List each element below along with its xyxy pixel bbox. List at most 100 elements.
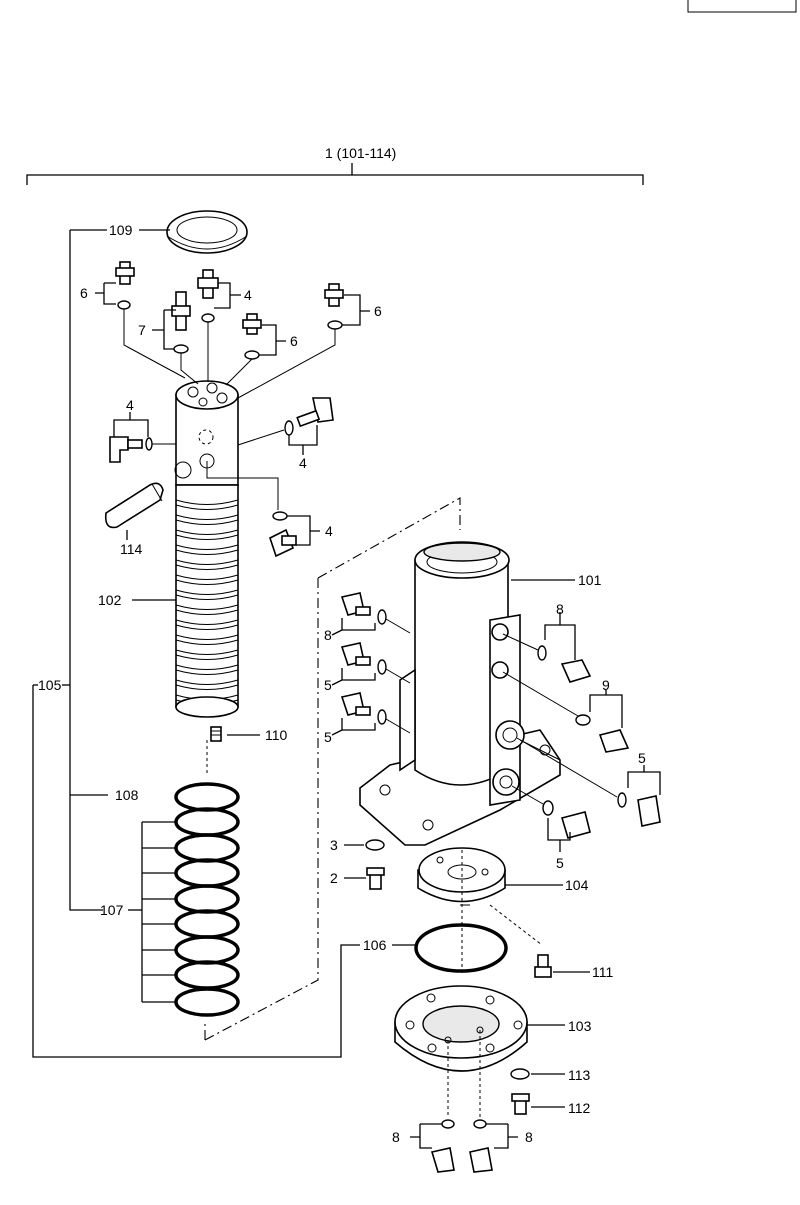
label-8d: 8 — [525, 1129, 533, 1145]
label-7: 7 — [138, 322, 146, 338]
elbow-8-bracket — [331, 618, 376, 636]
seal-ring — [174, 987, 240, 1017]
elbow-4-right — [284, 397, 334, 436]
spindle-groove — [175, 504, 239, 510]
washer-113-bolt-112 — [510, 1068, 565, 1115]
label-114: 114 — [120, 541, 143, 557]
elbow-5-leader — [385, 668, 411, 684]
plug-114 — [104, 482, 164, 529]
disc-104 — [417, 847, 563, 975]
label-113: 113 — [568, 1067, 591, 1083]
housing-right-fittings — [502, 612, 661, 852]
spindle-groove — [175, 549, 239, 555]
label-106: 106 — [363, 937, 387, 953]
label-110: 110 — [265, 727, 288, 743]
spindle-groove — [175, 624, 239, 630]
label-103: 103 — [568, 1018, 592, 1034]
label-5d: 5 — [324, 729, 332, 745]
spindle-groove — [175, 664, 239, 670]
spindle-groove — [175, 604, 239, 610]
elbow-4-lower — [269, 511, 297, 558]
elbow-4-left — [109, 436, 153, 463]
spindle-groove — [175, 564, 239, 570]
seal-ring — [174, 807, 240, 837]
fittings-top — [95, 261, 370, 399]
leader-lines — [126, 530, 575, 775]
spindle-body-102 — [175, 484, 239, 718]
assembly-label: 1 (101-114) — [325, 145, 396, 161]
spindle-groove — [175, 534, 239, 540]
housing-101 — [359, 541, 561, 846]
oring-106 — [414, 923, 508, 973]
label-5a: 5 — [638, 750, 646, 766]
label-5c: 5 — [324, 677, 332, 693]
elbow-5-leader — [385, 718, 411, 734]
label-101: 101 — [578, 572, 602, 588]
elbow-8-leader — [385, 618, 411, 634]
label-6b: 6 — [290, 333, 298, 349]
label-107: 107 — [100, 902, 124, 918]
spindle-groove — [175, 654, 239, 660]
fittings-4-head — [109, 397, 334, 558]
elbow-5-oring — [377, 709, 387, 725]
spindle-groove — [175, 514, 239, 520]
bottom-fittings-8 — [410, 1119, 518, 1173]
seal-ring — [174, 935, 240, 965]
fitting-7 — [171, 291, 191, 354]
label-8b: 8 — [324, 627, 332, 643]
seal-ring — [174, 909, 240, 939]
spindle-groove — [175, 544, 239, 550]
spindle-groove — [175, 669, 239, 675]
spindle-groove — [175, 684, 239, 690]
elbow-8-oring — [377, 609, 387, 625]
label-4a: 4 — [244, 287, 252, 303]
label-4b: 4 — [126, 397, 134, 413]
label-6a: 6 — [80, 285, 88, 301]
spindle-groove — [175, 634, 239, 640]
label-4c: 4 — [299, 455, 307, 471]
fitting-6-middle — [242, 313, 262, 360]
label-3: 3 — [330, 837, 338, 853]
seal-ring — [174, 960, 240, 990]
bracket-107 — [128, 821, 176, 1003]
assembly-bracket: 1 (101-114) — [26, 145, 644, 185]
label-109: 109 — [109, 222, 133, 238]
spindle-groove — [175, 609, 239, 615]
label-108: 108 — [115, 787, 139, 803]
elbow-5-oring — [377, 659, 387, 675]
label-4d: 4 — [325, 523, 333, 539]
hidden-assembly-frame — [204, 497, 470, 1041]
label-5b: 5 — [556, 855, 564, 871]
label-112: 112 — [568, 1100, 591, 1116]
spindle-groove — [175, 574, 239, 580]
elbow-5-bracket — [331, 668, 376, 686]
label-2: 2 — [330, 870, 338, 886]
spindle-groove — [175, 619, 239, 625]
label-104: 104 — [565, 877, 589, 893]
washer-3-bolt-2 — [344, 839, 385, 890]
spindle-groove — [175, 559, 239, 565]
fitting-6-left — [115, 261, 135, 310]
elbow-5-nipple — [355, 706, 371, 716]
label-111: 111 — [592, 964, 613, 980]
spindle-head — [174, 380, 239, 486]
seal-ring — [174, 833, 240, 863]
callout-labels: 109 6 4 7 6 6 4 4 4 114 102 105 110 108 … — [38, 222, 646, 1145]
label-102: 102 — [98, 592, 122, 608]
bracket-105 — [32, 229, 360, 1058]
housing-left-fittings — [331, 592, 411, 736]
seal-109 — [166, 210, 248, 254]
bolt-111 — [489, 904, 590, 978]
seal-ring — [174, 782, 240, 812]
spindle-groove — [175, 529, 239, 535]
spindle-groove — [175, 649, 239, 655]
corner-box — [687, 0, 797, 13]
spindle-groove — [175, 594, 239, 600]
seal-ring — [174, 858, 240, 888]
label-105: 105 — [38, 677, 62, 693]
label-8c: 8 — [392, 1129, 400, 1145]
flange-103 — [394, 985, 565, 1118]
fitting-4-top — [197, 269, 219, 323]
spindle-groove — [175, 499, 239, 505]
